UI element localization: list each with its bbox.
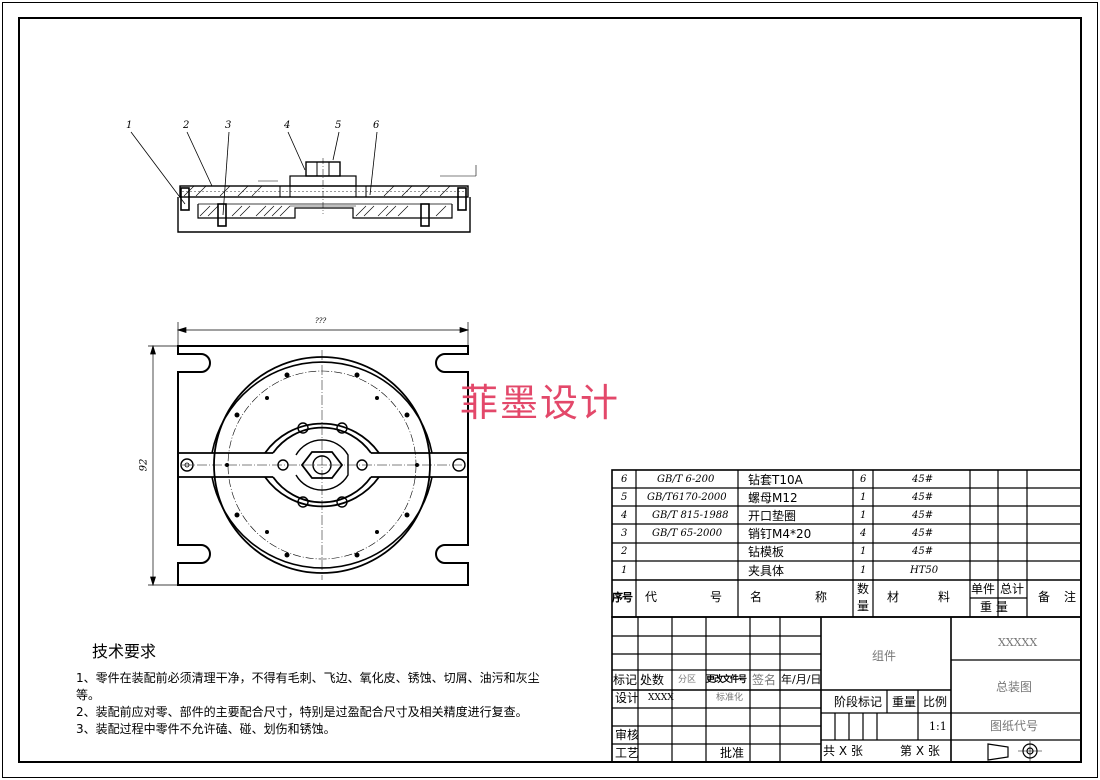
front-section-view xyxy=(130,131,477,233)
tech-line: 等。 xyxy=(76,688,101,702)
width-dimension xyxy=(176,322,470,345)
callout-5: 5 xyxy=(335,120,342,131)
inner-frame xyxy=(18,17,1082,763)
callout-4: 4 xyxy=(284,120,291,131)
projection-symbol-icon xyxy=(987,741,1042,761)
bom-no: 2 xyxy=(621,546,628,557)
bom-qty: 6 xyxy=(860,474,867,485)
label-approve: 批准 xyxy=(720,746,745,760)
bom-header-qty-b: 量 xyxy=(857,599,870,613)
bom-header-qty-a: 数 xyxy=(857,582,870,596)
bom-header-name-a: 名 xyxy=(750,590,763,604)
bom-material: 45# xyxy=(912,528,934,539)
label-change-doc: 更改文件号 xyxy=(706,675,747,685)
bom-header-no: 序号 xyxy=(612,591,633,604)
callout-3: 3 xyxy=(225,120,232,131)
drill-plate-bar xyxy=(178,452,468,478)
bom-material: 45# xyxy=(912,546,934,557)
pin-dots xyxy=(225,372,419,558)
bom-no: 3 xyxy=(621,528,628,539)
sheet-number: 第 X 张 xyxy=(900,744,940,758)
part-code: XXXXX xyxy=(998,636,1038,649)
label-count: 处数 xyxy=(640,673,665,687)
bom-header-mat-a: 材 xyxy=(887,590,900,604)
tech-line: 2、装配前应对零、部件的主要配合尺寸，特别是过盈配合尺寸及相关精度进行复查。 xyxy=(76,705,528,719)
height-dimension-label: 92 xyxy=(138,458,150,472)
label-zone: 分区 xyxy=(678,675,697,685)
section-hatching xyxy=(183,185,451,217)
bom-header-remark-b: 注 xyxy=(1064,590,1077,604)
bom-header-name-b: 称 xyxy=(815,590,828,604)
bom-material: 45# xyxy=(912,492,934,503)
label-review: 审核 xyxy=(615,728,640,742)
bom-grid xyxy=(611,469,1082,618)
bom-name: 开口垫圈 xyxy=(748,509,797,523)
label-standard: 标准化 xyxy=(716,693,744,703)
bom-code: GB/T 815-1988 xyxy=(652,510,729,521)
bom-name: 螺母M12 xyxy=(748,491,798,505)
tech-line: 3、装配过程中零件不允许磕、碰、划伤和锈蚀。 xyxy=(76,722,336,736)
bom-code: GB/T 65-2000 xyxy=(652,528,723,539)
drill-holes xyxy=(277,422,368,508)
scale-value: 1:1 xyxy=(929,720,947,733)
bom-header-code-a: 代 xyxy=(645,590,658,604)
designer-name: XXXX xyxy=(648,693,674,703)
technical-requirements: 技术要求 1、零件在装配前必须清理干净，不得有毛刺、飞边、氧化皮、锈蚀、切屑、油… xyxy=(76,638,616,738)
title-block-grid xyxy=(611,616,1082,763)
bom-qty: 1 xyxy=(860,565,867,576)
label-design: 设计 xyxy=(615,691,640,705)
bom-material: 45# xyxy=(912,474,934,485)
label-weight: 重量 xyxy=(892,695,917,709)
label-process: 工艺 xyxy=(615,746,640,760)
bom-qty: 1 xyxy=(860,510,867,521)
bom-header-remark-a: 备 xyxy=(1038,590,1051,604)
bom-no: 1 xyxy=(621,565,628,576)
total-sheets: 共 X 张 xyxy=(823,744,863,758)
drawing-number: 图纸代号 xyxy=(990,719,1039,733)
group-label: 组件 xyxy=(872,649,897,663)
bom-code: GB/T 6-200 xyxy=(657,474,715,485)
top-view xyxy=(148,322,470,587)
bom-header-code-b: 号 xyxy=(710,590,723,604)
bom-qty: 4 xyxy=(860,528,867,539)
bom-header-total: 总计 xyxy=(1000,582,1025,596)
base-plate-outline xyxy=(177,345,469,586)
label-mark: 标记 xyxy=(613,673,638,687)
tech-line: 1、零件在装配前必须清理干净，不得有毛刺、飞边、氧化皮、锈蚀、切屑、油污和灰尘 xyxy=(76,671,540,685)
bom-material: 45# xyxy=(912,510,934,521)
bom-header-mat-b: 料 xyxy=(938,590,951,604)
label-sign: 签名 xyxy=(752,673,777,687)
label-stage: 阶段标记 xyxy=(834,695,883,709)
callout-1: 1 xyxy=(126,120,133,131)
bom-header-weight: 重 量 xyxy=(980,600,1008,614)
tech-title: 技术要求 xyxy=(92,642,157,661)
label-date: 年/月/日 xyxy=(781,673,822,686)
fixture-body xyxy=(177,197,471,233)
height-dimension xyxy=(148,344,178,587)
watermark: 菲墨设计 xyxy=(460,381,621,425)
bom-name: 销钉M4*20 xyxy=(748,527,812,541)
width-dimension-label: ??? xyxy=(315,317,327,325)
bom-qty: 1 xyxy=(860,546,867,557)
label-scale: 比例 xyxy=(923,695,948,709)
bom-name: 钻套T10A xyxy=(748,473,803,487)
bom-name: 钻模板 xyxy=(748,545,785,559)
bom-no: 5 xyxy=(621,492,628,503)
bom-no: 6 xyxy=(621,474,628,485)
callout-leaders xyxy=(130,131,378,216)
bom-code: GB/T6170-2000 xyxy=(647,492,727,503)
bom-qty: 1 xyxy=(860,492,867,503)
bom-header-unit: 单件 xyxy=(971,582,996,596)
callout-6: 6 xyxy=(373,120,380,131)
bom-material: HT50 xyxy=(910,565,939,576)
callout-2: 2 xyxy=(183,120,190,131)
bom-name: 夹具体 xyxy=(748,564,785,578)
bom-no: 4 xyxy=(621,510,628,521)
drawing-title: 总装图 xyxy=(996,680,1033,694)
